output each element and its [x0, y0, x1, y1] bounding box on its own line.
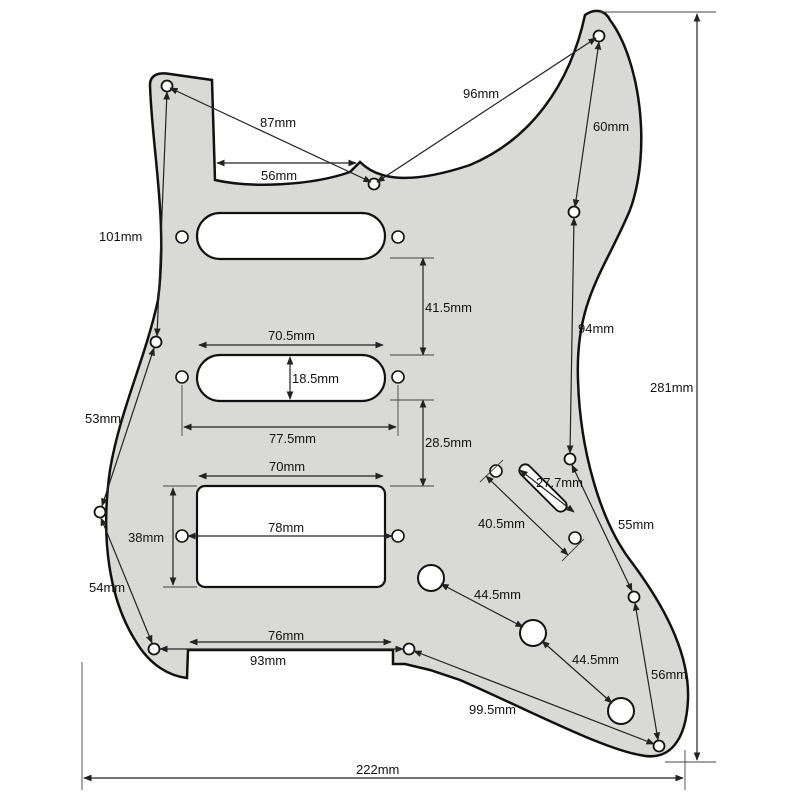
dim-right-mid [566, 217, 578, 454]
dim-diag-bottom [413, 650, 655, 745]
label-bottom-cut: 76mm [268, 628, 304, 643]
middle-mount-hole-right [391, 370, 405, 384]
label-diag-bottom: 99.5mm [469, 702, 516, 717]
screw-hole [149, 335, 163, 349]
screw-hole [567, 205, 581, 219]
dim-knob-spacing-2 [541, 640, 613, 704]
switch-hole-bottom [568, 531, 582, 545]
tone2-knob-hole [607, 697, 635, 725]
middle-pickup-cutout [195, 353, 387, 403]
label-left-upper: 101mm [99, 229, 142, 244]
label-single-coil-length: 70.5mm [268, 328, 315, 343]
screw-hole [627, 590, 641, 604]
label-switch-span: 40.5mm [478, 516, 525, 531]
label-top-holes: 96mm [463, 86, 499, 101]
screw-hole [147, 642, 161, 656]
neck-pickup-cutout [195, 211, 387, 261]
label-horn-to-center: 87mm [260, 115, 296, 130]
dimension-lines [83, 13, 701, 782]
label-knob-spacing-2: 44.5mm [572, 652, 619, 667]
dim-right-upper [572, 41, 602, 208]
dim-knob-spacing-1 [440, 583, 524, 628]
humbucker-mount-hole-left [175, 529, 189, 543]
neck-mount-hole-right [391, 230, 405, 244]
label-right-mid: 94mm [578, 321, 614, 336]
dim-right-low [571, 464, 633, 592]
humbucker-mount-hole-right [391, 529, 405, 543]
dim-left-low [100, 517, 153, 644]
screw-hole [367, 177, 381, 191]
screw-hole [160, 79, 174, 93]
screw-hole [652, 739, 666, 753]
label-neck-pocket: 56mm [261, 168, 297, 183]
dim-left-upper [153, 91, 171, 337]
label-left-mid: 53mm [85, 411, 121, 426]
label-right-low: 55mm [618, 517, 654, 532]
label-single-mount-span: 77.5mm [269, 431, 316, 446]
tone1-knob-hole [519, 619, 547, 647]
label-pickup-gap-1: 41.5mm [425, 300, 472, 315]
screw-hole [402, 642, 416, 656]
screw-hole [563, 452, 577, 466]
middle-mount-hole-left [175, 370, 189, 384]
label-humbucker-mount-span: 78mm [268, 520, 304, 535]
label-knob-spacing-1: 44.5mm [474, 587, 521, 602]
label-bottom-holes: 93mm [250, 653, 286, 668]
screw-hole [592, 29, 606, 43]
neck-mount-hole-left [175, 230, 189, 244]
volume-knob-hole [417, 564, 445, 592]
label-left-low: 54mm [89, 580, 125, 595]
dim-left-mid [101, 347, 155, 507]
label-overall-width: 222mm [356, 762, 399, 777]
label-single-coil-width: 18.5mm [292, 371, 339, 386]
label-humbucker-length: 70mm [269, 459, 305, 474]
label-right-upper: 60mm [593, 119, 629, 134]
dimension-labels: 222mm 281mm 87mm 56mm 96mm 60mm 101mm 94… [85, 86, 693, 777]
label-switch-slot: 27.7mm [536, 475, 583, 490]
dim-top-holes [376, 37, 597, 183]
label-humbucker-height: 38mm [128, 530, 164, 545]
label-overall-height: 281mm [650, 380, 693, 395]
label-right-bottom: 56mm [651, 667, 687, 682]
screw-hole [93, 505, 107, 519]
dim-switch-span [485, 475, 569, 556]
label-pickup-gap-2: 28.5mm [425, 435, 472, 450]
